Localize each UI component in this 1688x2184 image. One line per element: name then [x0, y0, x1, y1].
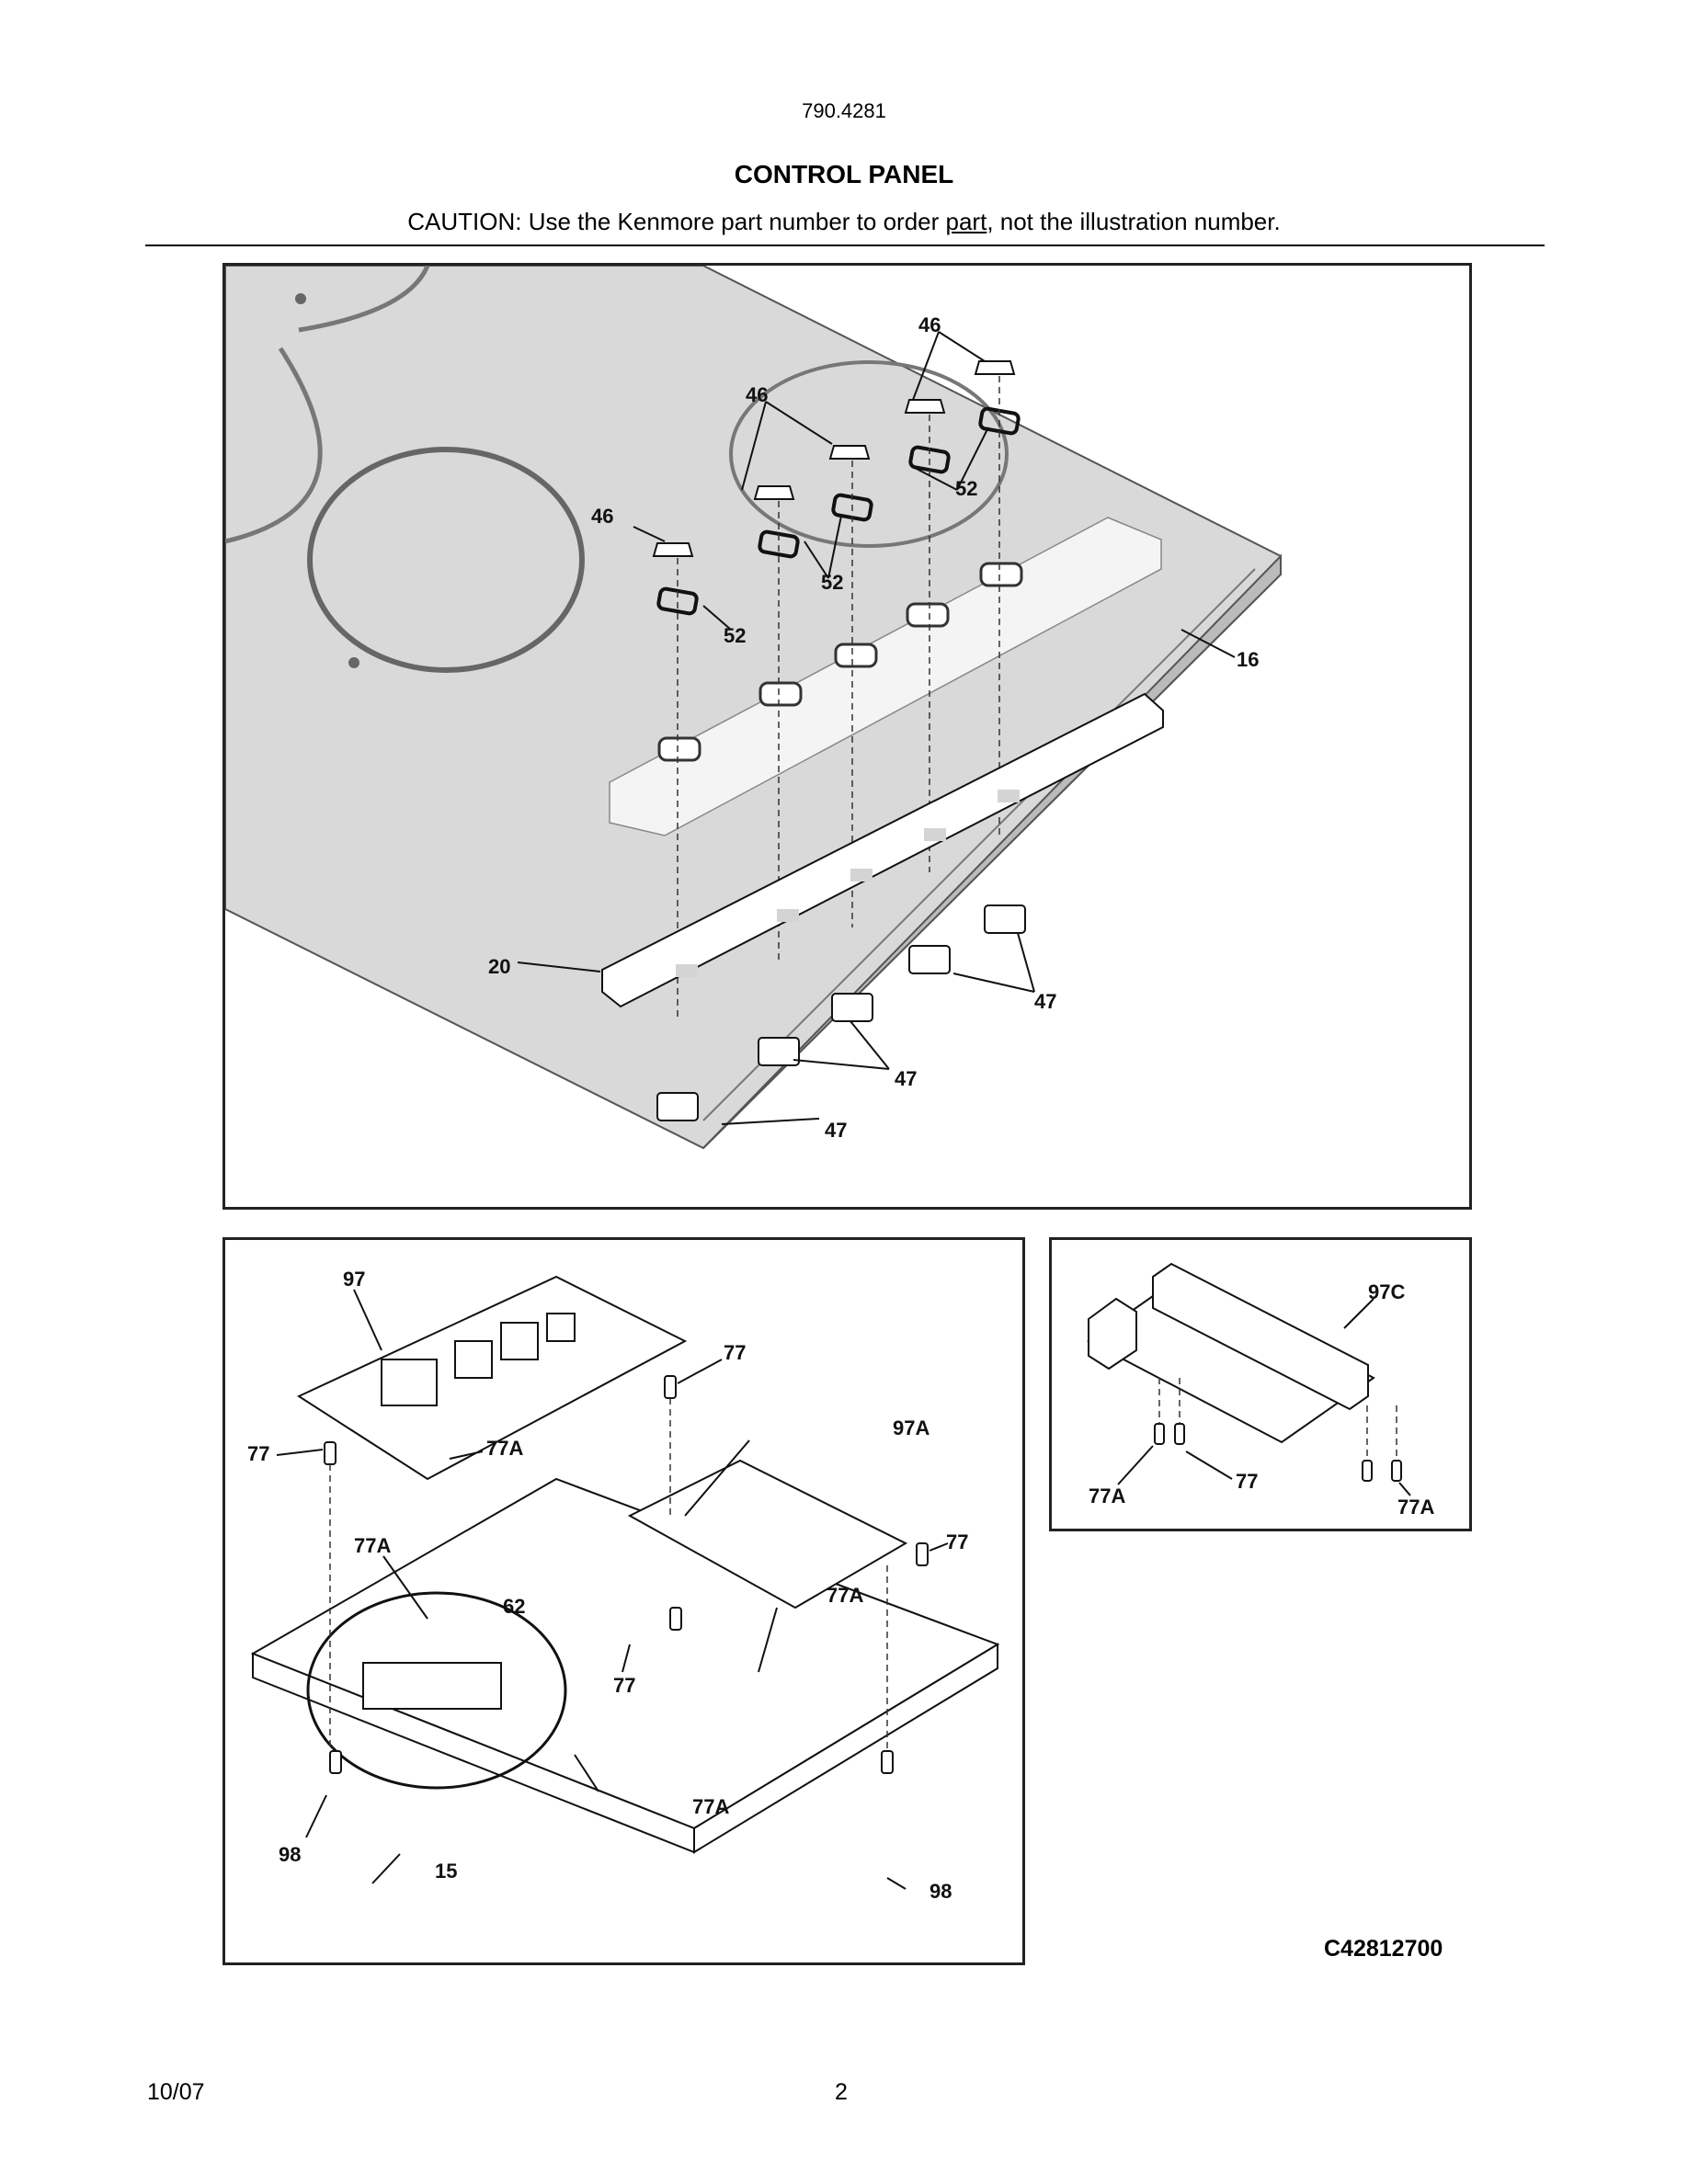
illustration-code: C42812700 [1324, 1936, 1443, 1962]
label-15: 15 [435, 1860, 457, 1883]
label-77A-right: 77A [827, 1584, 863, 1607]
label-62: 62 [503, 1595, 525, 1618]
page-title: CONTROL PANEL [734, 160, 954, 188]
label-46-right: 46 [918, 313, 941, 336]
label-98-left: 98 [279, 1843, 301, 1866]
caution-underlined: part [945, 208, 987, 235]
label-77-left: 77 [247, 1442, 269, 1465]
alternate-control-board [1087, 1275, 1375, 1444]
label-77A-right: 77A [1397, 1496, 1434, 1519]
label-47-right: 47 [1034, 990, 1056, 1013]
label-77A-bottom: 77A [692, 1795, 729, 1818]
label-47-middle: 47 [895, 1067, 917, 1090]
caution-note: CAUTION: Use the Kenmore part number to … [0, 208, 1688, 236]
label-97: 97 [343, 1268, 365, 1291]
alternate-board-illustration: 97C 77A 77 77A [1087, 1262, 1434, 1519]
caution-prefix: CAUTION: Use the Kenmore part number to … [407, 208, 946, 235]
label-47-bottom: 47 [825, 1119, 847, 1142]
label-20: 20 [488, 955, 510, 978]
secondary-control-board [627, 1459, 908, 1610]
control-panel-illustration: 46 46 46 52 52 52 16 20 47 47 47 [225, 266, 1282, 1150]
caution-suffix: , not the illustration number. [987, 208, 1281, 235]
label-77A-left: 77A [1089, 1484, 1125, 1507]
label-77A-top: 77A [486, 1437, 523, 1460]
burner-ring-large [307, 447, 585, 673]
control-panel-diagram: 46 46 46 52 52 52 16 20 47 47 47 [222, 263, 1472, 1210]
touch-control-strip [609, 517, 1162, 836]
label-77: 77 [1236, 1470, 1258, 1493]
header-rule [145, 245, 1545, 246]
label-52-middle: 52 [821, 571, 843, 594]
label-77A-left: 77A [354, 1534, 391, 1557]
terminal-block-inset [306, 1591, 567, 1790]
model-number: 790.4281 [802, 99, 886, 122]
label-77-top: 77 [724, 1341, 746, 1364]
label-98-right: 98 [930, 1880, 952, 1903]
label-77-right: 77 [946, 1530, 968, 1553]
label-46-middle: 46 [746, 383, 768, 406]
label-46-left: 46 [591, 505, 613, 528]
revision-date: 10/07 [147, 2079, 205, 2105]
label-77-center: 77 [613, 1674, 635, 1697]
label-52-left: 52 [724, 624, 746, 647]
label-52-right: 52 [955, 477, 977, 500]
housing-tray [250, 1477, 1000, 1830]
page-number: 2 [835, 2079, 848, 2105]
display-board [601, 692, 1164, 1008]
board-housing-diagram: 97 77 77 77 77 77A 77A 77A 77A 97A 62 98… [222, 1237, 1025, 1965]
label-16: 16 [1237, 648, 1259, 671]
label-97C: 97C [1368, 1280, 1405, 1303]
board-housing-illustration: 97 77 77 77 77 77A 77A 77A 77A 97A 62 98… [247, 1268, 1000, 1903]
alternate-board-diagram: 97C 77A 77 77A [1049, 1237, 1472, 1531]
label-97A: 97A [893, 1416, 930, 1439]
